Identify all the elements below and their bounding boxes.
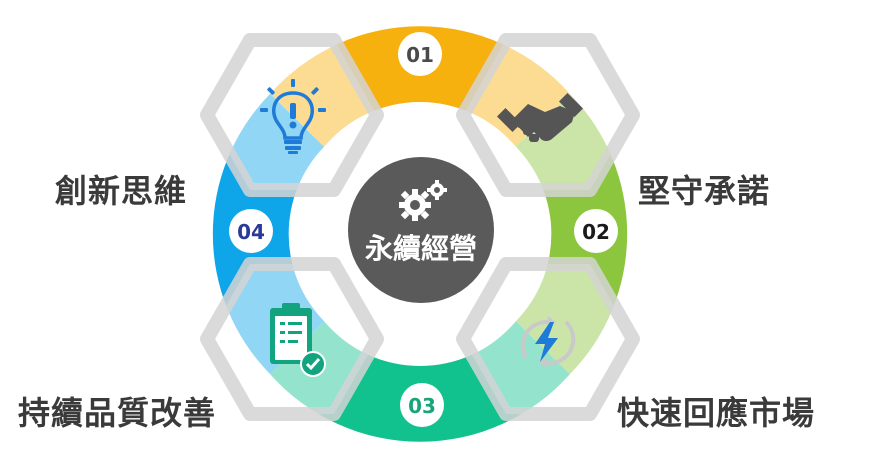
number-02: 02 — [582, 220, 610, 244]
lightning-refresh-icon — [520, 316, 576, 368]
gears-icon — [399, 180, 447, 221]
step-label-01: 創新思維 — [55, 172, 188, 210]
number-badges: 01 02 03 04 — [229, 32, 618, 427]
number-04: 04 — [237, 220, 265, 244]
number-badge-04: 04 — [229, 209, 273, 253]
step-label-03: 快速回應市場 — [617, 394, 816, 432]
number-01: 01 — [406, 43, 434, 67]
number-badge-03: 03 — [400, 383, 444, 427]
handshake-icon — [496, 92, 584, 142]
center-title: 永續經營 — [365, 232, 477, 265]
number-badge-02: 02 — [574, 209, 618, 253]
lightbulb-icon — [260, 79, 326, 154]
checklist-icon — [270, 303, 326, 377]
center-circle — [348, 157, 494, 303]
step-label-02: 堅守承諾 — [638, 172, 771, 210]
number-03: 03 — [408, 394, 436, 418]
number-badge-01: 01 — [398, 32, 442, 76]
step-label-04: 持續品質改善 — [18, 394, 217, 432]
center-hub: 永續經營 — [348, 157, 494, 303]
